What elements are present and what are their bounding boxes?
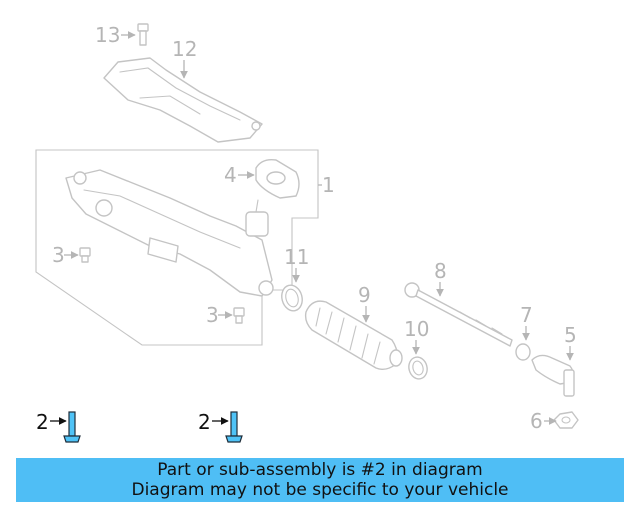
banner-line-1: Part or sub-assembly is #2 in diagram <box>157 460 483 480</box>
clamp-11-drawing <box>281 284 303 312</box>
boot-9-drawing <box>304 300 403 371</box>
callout-2-left[interactable]: 2 <box>36 410 49 434</box>
callout-2-right[interactable]: 2 <box>198 410 211 434</box>
callout-10[interactable]: 10 <box>404 317 429 341</box>
bolt-3a-drawing <box>79 247 91 263</box>
tie-rod-8-drawing <box>404 282 513 347</box>
callout-4[interactable]: 4 <box>224 163 237 187</box>
callout-7[interactable]: 7 <box>520 303 533 327</box>
mount-4-drawing <box>255 158 300 199</box>
callout-11[interactable]: 11 <box>284 245 309 269</box>
callout-5[interactable]: 5 <box>564 323 577 347</box>
bolt-2-right-drawing[interactable] <box>225 411 243 443</box>
bolt-2-left-drawing[interactable] <box>63 411 81 443</box>
callout-13[interactable]: 13 <box>95 23 120 47</box>
bolt-3b-drawing <box>233 307 245 324</box>
callout-9[interactable]: 9 <box>358 283 371 307</box>
clamp-10-drawing <box>408 356 428 380</box>
nut-6-drawing <box>553 411 579 429</box>
tie-rod-end-5-drawing <box>531 354 575 397</box>
callout-1[interactable]: 1 <box>322 173 335 197</box>
banner-line-2: Diagram may not be specific to your vehi… <box>131 480 509 500</box>
bolt-13-drawing <box>137 23 149 46</box>
callout-3-lower[interactable]: 3 <box>206 303 219 327</box>
nut-7-drawing <box>515 343 531 361</box>
callout-12[interactable]: 12 <box>172 37 197 61</box>
callout-6[interactable]: 6 <box>530 409 543 433</box>
heat-shield-12-drawing <box>103 57 263 143</box>
info-banner: Part or sub-assembly is #2 in diagram Di… <box>16 458 624 502</box>
callout-3-upper[interactable]: 3 <box>52 243 65 267</box>
steering-rack-drawing <box>65 169 274 297</box>
callout-8[interactable]: 8 <box>434 259 447 283</box>
assembly-outline-1 <box>35 149 319 346</box>
